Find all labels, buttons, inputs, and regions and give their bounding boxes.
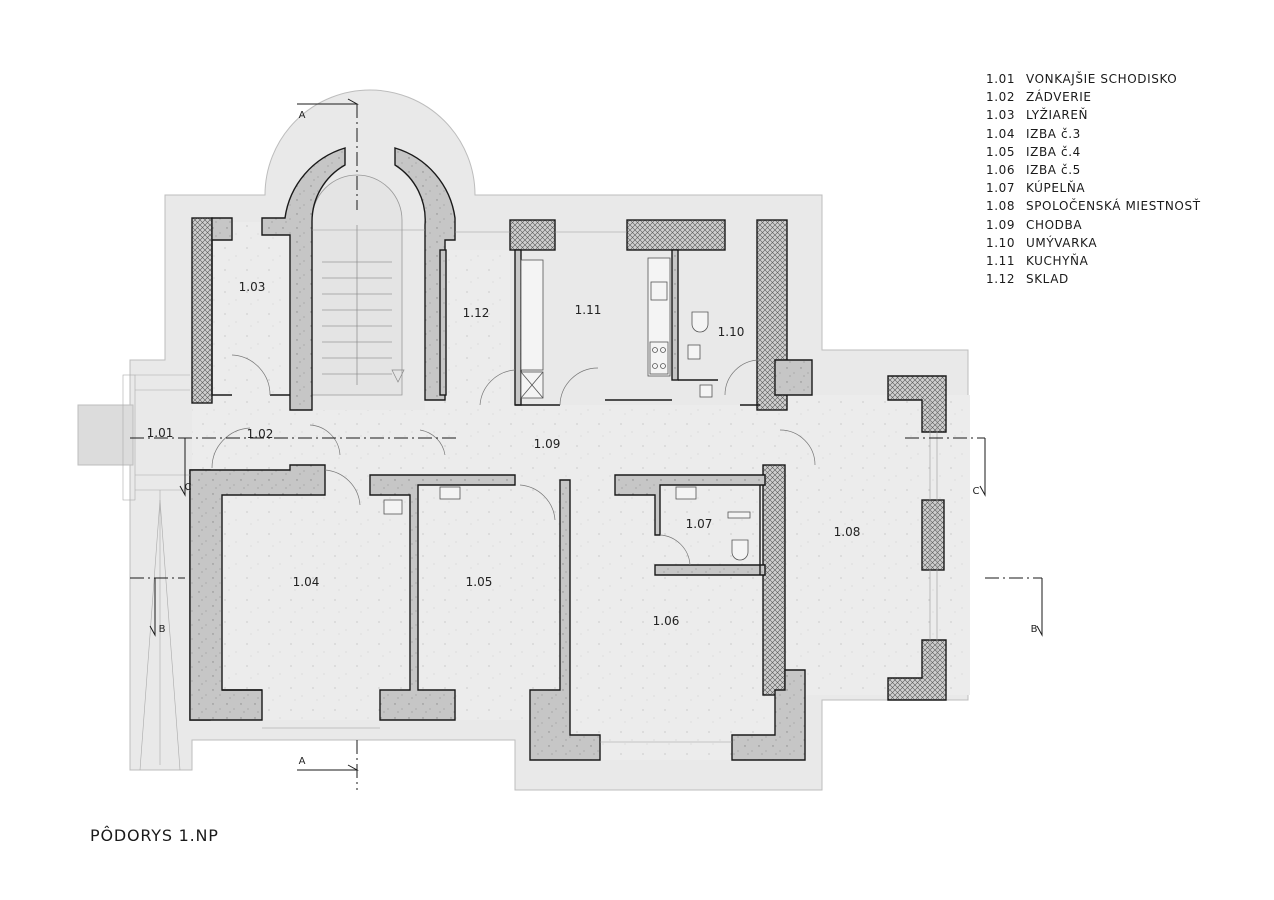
- legend-room-name: IZBA č.4: [1026, 144, 1081, 159]
- legend-row: 1.07 KÚPELŇA: [986, 179, 1201, 197]
- legend-row: 1.01 VONKAJŠIE SCHODISKO: [986, 70, 1201, 88]
- concrete-walls: [189, 217, 813, 761]
- legend-code: 1.12: [986, 272, 1016, 287]
- legend-row: 1.11 KUCHYŇA: [986, 252, 1201, 270]
- section-b-left-label: B: [159, 624, 166, 635]
- legend-code: 1.07: [986, 181, 1016, 196]
- legend-row: 1.12 SKLAD: [986, 270, 1201, 288]
- legend-room-name: UMÝVARKA: [1026, 235, 1098, 250]
- legend-room-name: ZÁDVERIE: [1026, 90, 1092, 105]
- plan-title: PÔDORYS 1.NP: [90, 826, 219, 845]
- legend-room-name: VONKAJŠIE SCHODISKO: [1026, 72, 1178, 86]
- section-b-right-label: B: [1031, 624, 1038, 635]
- legend-room-name: CHODBA: [1026, 217, 1083, 232]
- section-a-bottom-label: A: [299, 756, 306, 767]
- section-c-left-label: C: [185, 482, 192, 493]
- window-lines: [262, 229, 938, 743]
- legend-code: 1.08: [986, 199, 1016, 214]
- legend-code: 1.04: [986, 126, 1016, 141]
- legend-room-name: KÚPELŇA: [1026, 181, 1086, 196]
- legend-room-name: LYŽIAREŇ: [1026, 108, 1089, 123]
- legend-row: 1.06 IZBA č.5: [986, 161, 1201, 179]
- room-1-07-label: 1.07: [686, 517, 713, 531]
- room-1-06-label: 1.06: [653, 614, 680, 628]
- legend-row: 1.02 ZÁDVERIE: [986, 88, 1201, 106]
- section-lines: [130, 98, 1043, 790]
- legend-code: 1.06: [986, 163, 1016, 178]
- room-1-03-label: 1.03: [239, 280, 266, 294]
- legend-code: 1.01: [986, 72, 1016, 86]
- legend-code: 1.10: [986, 235, 1016, 250]
- legend-row: 1.03 LYŽIAREŇ: [986, 106, 1201, 124]
- room-1-12-label: 1.12: [463, 306, 490, 320]
- section-c-right-label: C: [973, 486, 980, 497]
- room-1-11-label: 1.11: [575, 303, 602, 317]
- room-legend: 1.01 VONKAJŠIE SCHODISKO 1.02 ZÁDVERIE 1.03 L…: [986, 70, 1201, 288]
- legend-room-name: SPOLOČENSKÁ MIESTNOSŤ: [1026, 199, 1201, 214]
- legend-room-name: SKLAD: [1026, 272, 1069, 287]
- door-swings: [211, 354, 816, 566]
- room-1-04-label: 1.04: [293, 575, 320, 589]
- entrance-staircase: [311, 174, 405, 396]
- legend-code: 1.02: [986, 90, 1016, 105]
- room-1-01-label: 1.01: [147, 426, 174, 440]
- room-1-05-label: 1.05: [466, 575, 493, 589]
- legend-room-name: KUCHYŇA: [1026, 254, 1089, 269]
- fixtures: [383, 257, 751, 561]
- room-1-02-label: 1.02: [247, 427, 274, 441]
- legend-row: 1.05 IZBA č.4: [986, 143, 1201, 161]
- legend-row: 1.09 CHODBA: [986, 216, 1201, 234]
- legend-code: 1.11: [986, 254, 1016, 269]
- legend-row: 1.08 SPOLOČENSKÁ MIESTNOSŤ: [986, 197, 1201, 215]
- legend-row: 1.10 UMÝVARKA: [986, 234, 1201, 252]
- room-1-08-label: 1.08: [834, 525, 861, 539]
- wall-outlines: [211, 240, 761, 691]
- legend-room-name: IZBA č.3: [1026, 126, 1081, 141]
- legend-code: 1.03: [986, 108, 1016, 123]
- legend-code: 1.05: [986, 144, 1016, 159]
- section-a-top-label: A: [299, 110, 306, 121]
- legend-row: 1.04 IZBA č.3: [986, 125, 1201, 143]
- room-1-09-label: 1.09: [534, 437, 561, 451]
- legend-room-name: IZBA č.5: [1026, 163, 1081, 178]
- room-1-10-label: 1.10: [718, 325, 745, 339]
- legend-code: 1.09: [986, 217, 1016, 232]
